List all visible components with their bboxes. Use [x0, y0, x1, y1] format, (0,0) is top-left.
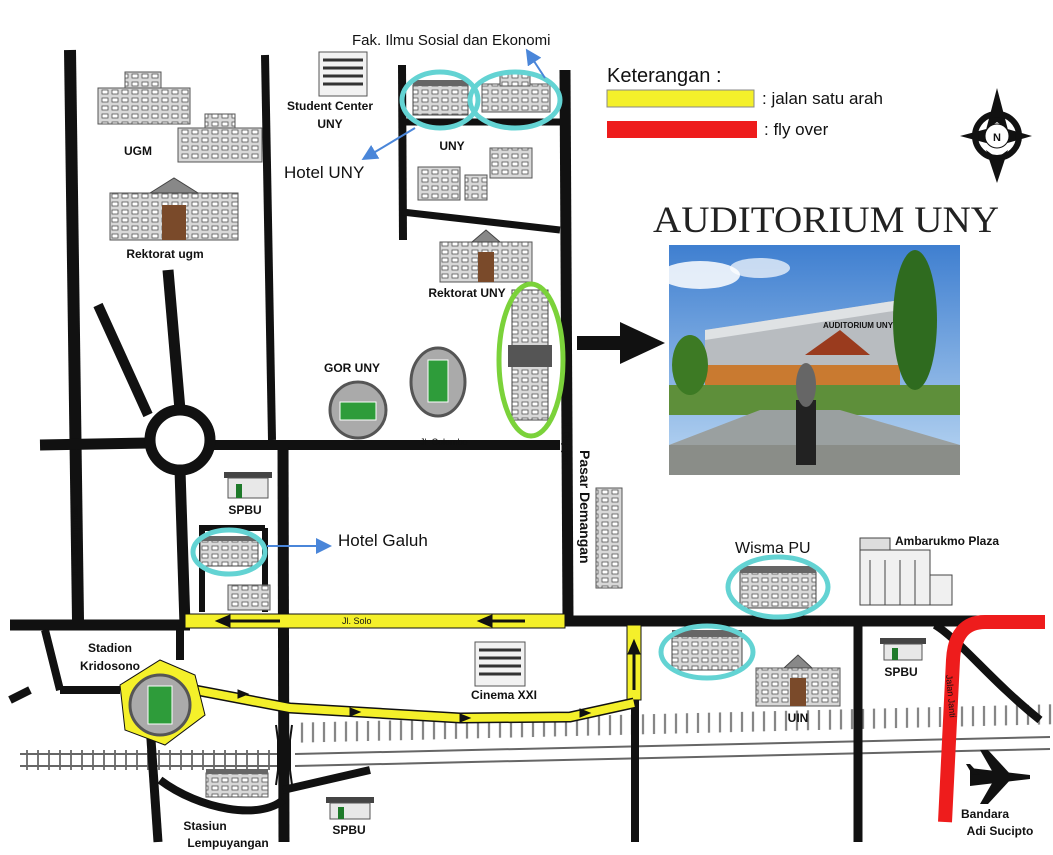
auditorium-uny-building-icon: [508, 289, 552, 421]
railway: [20, 704, 1053, 770]
legend-label-oneway: : jalan satu arah: [762, 89, 883, 108]
label-uny: UNY: [439, 139, 464, 153]
auditorium-photo: AUDITORIUM UNY AUDITORIUM UNY: [653, 200, 999, 475]
label-ambarukmo: Ambarukmo Plaza: [895, 534, 999, 548]
label-spbu-east: SPBU: [884, 665, 917, 679]
street-solo-east: Jl. Solo: [815, 616, 845, 626]
airplane-icon: [966, 750, 1030, 804]
auditorium-title: AUDITORIUM UNY: [653, 200, 999, 241]
place-labels: Fak. Ilmu Sosial dan Ekonomi Student Cen…: [80, 32, 1033, 850]
legend-title: Keterangan :: [607, 65, 722, 87]
rektorat-uny-icon: [439, 229, 533, 283]
label-spbu-south: SPBU: [332, 823, 365, 837]
street-gejayan: Jl. Gejayan: [561, 420, 571, 465]
spbu-icon: [224, 472, 272, 499]
label-student-center: Student Center: [287, 99, 373, 113]
legend-label-flyover: : fly over: [764, 120, 829, 139]
roundabout: [144, 404, 216, 476]
street-solo-west: Jl. Solo: [342, 616, 372, 626]
pasar-demangan-icon: [595, 487, 623, 589]
label-spbu: SPBU: [228, 503, 261, 517]
station-icon: [205, 769, 269, 798]
street-simanjuntak: Jl. C. Simanjuntak: [70, 505, 80, 578]
label-adi-sucipto: Adi Sucipto: [967, 824, 1034, 838]
cinema-xxi-icon: [474, 641, 526, 687]
pointer-arrows: [267, 48, 546, 554]
label-kridosono: Kridosono: [80, 659, 140, 673]
fly-over: [938, 615, 1045, 823]
label-hotel-uny: Hotel UNY: [284, 163, 364, 182]
label-ugm: UGM: [124, 144, 152, 158]
label-gor-uny: GOR UNY: [324, 361, 380, 375]
label-student-center-uny: UNY: [317, 117, 342, 131]
buildings: [97, 51, 953, 820]
spbu-icon: [326, 797, 374, 820]
hotel-icon: [671, 630, 743, 671]
street-colombo: Jl. Colombo: [420, 437, 468, 447]
hotel-galuh-icon: [199, 536, 271, 611]
stadion-kridosono-icon: [128, 673, 192, 737]
street-janti: Jalan Janti: [944, 674, 958, 718]
label-bandara: Bandara: [961, 807, 1009, 821]
label-stadion: Stadion: [88, 641, 132, 655]
compass-arrow-icon: [986, 88, 1008, 130]
compass: N: [960, 88, 1032, 183]
uin-building-icon: [755, 654, 841, 707]
highlights: [190, 69, 831, 681]
street-labels: Jl. Colombo Jl. Gejayan Jl. C. Simanjunt…: [70, 420, 958, 718]
label-wisma-pu: Wisma PU: [735, 540, 811, 557]
legend-swatch-flyover: [607, 121, 757, 138]
rektorat-ugm-icon: [109, 177, 239, 241]
label-fisipe: Fak. Ilmu Sosial dan Ekonomi: [352, 32, 550, 49]
gor-uny-icon: [328, 346, 467, 440]
right-arrow-icon: [577, 322, 665, 364]
uny-building-icon: [417, 147, 533, 201]
ugm-building-icon: [97, 71, 263, 163]
auditorium-sign: AUDITORIUM UNY: [823, 321, 894, 330]
label-lempuyangan: Lempuyangan: [187, 836, 268, 850]
label-rektorat-uny: Rektorat UNY: [428, 286, 505, 300]
spbu-icon: [880, 638, 926, 661]
one-way-arrows: [214, 614, 641, 723]
ambarukmo-plaza-icon: [859, 537, 953, 606]
hotel-uny-icon: [412, 80, 469, 116]
legend: Keterangan : : jalan satu arah : fly ove…: [606, 65, 883, 139]
compass-north-label: N: [993, 132, 1001, 144]
rail-crossing: [275, 724, 293, 786]
label-uin: UIN: [788, 711, 809, 725]
label-pasar-demangan: Pasar Demangan: [577, 450, 593, 564]
student-center-icon: [318, 51, 368, 97]
fisipe-building-icon: [481, 73, 551, 113]
legend-swatch-oneway: [606, 89, 755, 108]
label-rektorat-ugm: Rektorat ugm: [126, 247, 203, 261]
label-stasiun: Stasiun: [183, 819, 226, 833]
label-cinema-xxi: Cinema XXI: [471, 688, 537, 702]
label-hotel-galuh: Hotel Galuh: [338, 531, 428, 550]
wisma-pu-icon: [739, 566, 817, 609]
